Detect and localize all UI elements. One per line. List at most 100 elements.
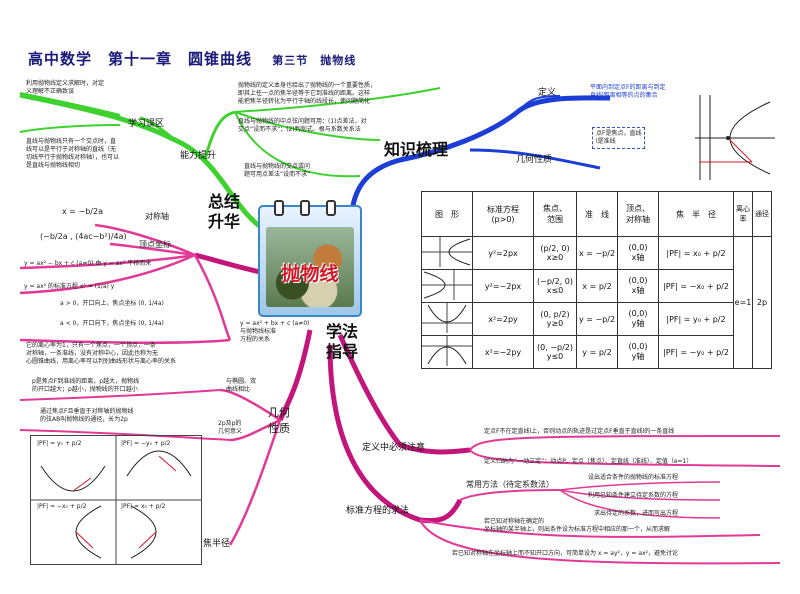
binder-ring-icon: [326, 200, 336, 216]
table-cell-range: x≤0: [546, 286, 564, 295]
table-cell-axis: y轴: [631, 319, 645, 328]
table-cell-range: x≥0: [546, 253, 564, 262]
formula-quad2: y = ax² 的标准方程 x² = (1/a) y: [24, 283, 115, 290]
note-method-unknown: 若已知对称轴在坐标轴上而不知开口方向，可简单设为 x = ay²，y = ax²…: [452, 550, 678, 557]
note-ellipse-relation: 与椭圆、双 曲线相比: [226, 378, 257, 393]
table-header-row: 图 形 标准方程 (p>0) 焦点、 范围 准 线 顶点、 对称轴 焦 半 径 …: [421, 191, 772, 237]
table-row: y²=2px (p/2, 0)x≥0 x = −p/2 (0,0)x轴 |PF|…: [421, 236, 772, 369]
focal-radius-graphs: |PF| = y₀ + p/2 |PF| = −y₀ + p/2 |PF| = …: [30, 435, 202, 565]
title-main: 高中数学 第十一章 圆锥曲线: [28, 50, 253, 68]
note-mistake2: 直线与抛物线只有一个交点时，直 线可以是平行于对称轴的直线（无 切线平行于抛物线…: [26, 138, 120, 169]
table-cell: (0,0)y轴: [617, 302, 659, 336]
note-mistake1: 利用抛物线定义求解时，对定 义理解不正确致误: [26, 80, 105, 95]
focal-radius-graphs-svg: [31, 436, 201, 564]
table-cell-range: y≤0: [546, 352, 564, 361]
table-cell: (p/2, 0)x≥0: [533, 236, 577, 270]
table-header: 离心率: [733, 191, 753, 237]
row-graph: [422, 237, 472, 267]
definition-text: 平面内到定点F的距离与到定 直线l距离相等的点的集合: [590, 84, 666, 99]
page-title: 高中数学 第十一章 圆锥曲线 第三节 抛物线: [28, 48, 356, 69]
formula-quad3: a > 0，开口向上，焦点坐标 (0, 1/4a): [60, 300, 164, 307]
mini-graph-label-3: |PF| = −x₀ + p/2: [37, 503, 87, 510]
table-header: 标准方程 (p>0): [472, 191, 534, 237]
branch-definition-note: 定义中必须注意: [362, 443, 426, 453]
note-conic: 它的离心率为1，只有一个焦点，一个顶点，一条 对称轴，一条准线，没有对称中心，因…: [26, 342, 177, 365]
note-method-axis: 若已知对称轴在确定的 坐标轴的某半轴上，则出条件设为标准方程中相应的那一个，从而…: [484, 518, 671, 533]
table-cell-axis: x轴: [631, 286, 645, 295]
label-axis: 对称轴: [145, 212, 169, 221]
table-header: 焦点、 范围: [533, 191, 577, 237]
definition-box: 点F是焦点，直线 l是准线: [592, 127, 646, 149]
table-cell: (−p/2, 0)x≤0: [533, 269, 577, 303]
table-cell: x = p/2: [576, 269, 618, 303]
table-cell-vertex: (0,0): [628, 309, 648, 318]
table-cell-axis: x轴: [631, 253, 645, 262]
table-cell: x = −p/2: [576, 236, 618, 270]
table-cell: |PF| = −x₀ + p/2: [658, 269, 734, 303]
table-row: y²=−2px (−p/2, 0)x≤0 x = p/2 (0,0)x轴 |PF…: [421, 269, 772, 303]
title-section: 第三节 抛物线: [272, 54, 357, 67]
row-graph: [422, 303, 472, 333]
table-cell-focus: (0, p/2): [540, 310, 570, 319]
formula-quad1: y = ax² − bx + c (a≠0) 由 y = ax² 平移而来: [24, 260, 152, 267]
table-header: 通径: [752, 191, 772, 237]
table-cell-focus: (p/2, 0): [540, 244, 570, 253]
branch-standard-eq: 标准方程的求法: [346, 506, 410, 516]
table-eccentricity: e=1: [733, 236, 753, 369]
table-cell: y²=2px: [472, 236, 534, 270]
branch-focal-radius: 焦半径: [203, 539, 231, 549]
row-graph: [422, 336, 472, 366]
note-method-common: 常用方法（待定系数法）: [466, 480, 554, 489]
table-header: 图 形: [421, 191, 473, 237]
branch-method: 学法 指导: [326, 322, 359, 361]
properties-table: 图 形 标准方程 (p>0) 焦点、 范围 准 线 顶点、 对称轴 焦 半 径 …: [421, 191, 772, 369]
table-graph-cell: [421, 236, 473, 270]
label-vertex: 顶点坐标: [139, 240, 171, 249]
table-row: x²=2py (0, p/2)y≥0 y = −p/2 (0,0)y轴 |PF|…: [421, 302, 772, 336]
note-method-step3: 求出待定的系数，进而写出方程: [594, 510, 679, 517]
table-cell: x²=2py: [472, 302, 534, 336]
table-cell: x²=−2py: [472, 335, 534, 369]
mini-graph-label-4: |PF| = x₀ + p/2: [121, 503, 166, 510]
table-latus: 2p: [752, 236, 772, 369]
table-cell-range: y≥0: [546, 319, 564, 328]
table-cell: y = p/2: [576, 335, 618, 369]
table-header: 焦 半 径: [658, 191, 734, 237]
table-cell: (0,0)x轴: [617, 269, 659, 303]
table-cell-axis: y轴: [631, 352, 645, 361]
table-graph-cell: [421, 269, 473, 303]
note-ability2: 直线与抛物线的中点弦问题可用：(1)点差法，对 交点“设而不求”；(2)判别式、…: [238, 118, 367, 133]
table-header: 准 线: [576, 191, 618, 237]
binder-ring-icon: [274, 200, 284, 216]
table-cell-focus: (0, −p/2): [537, 343, 573, 352]
center-node[interactable]: 抛物线: [258, 200, 362, 317]
branch-definition: 定义: [538, 88, 557, 98]
center-label: 抛物线: [281, 263, 339, 285]
branch-summary: 总结 升华: [208, 192, 241, 231]
formula-quad4: a < 0，开口向下，焦点坐标 (0, 1/4a): [60, 320, 164, 327]
note-ability1: 抛物线的定义本身也给出了抛物线的一个重要性质， 即其上任一点的焦半径等于它到准线…: [238, 82, 377, 105]
table-cell: y = −p/2: [576, 302, 618, 336]
row-graph: [422, 270, 472, 300]
center-photo: [266, 227, 354, 307]
table-graph-cell: [421, 335, 473, 369]
table-cell: (0,0)x轴: [617, 236, 659, 270]
table-cell-vertex: (0,0): [628, 243, 648, 252]
binder-ring-icon: [300, 200, 310, 216]
table-cell: |PF| = −y₀ + p/2: [658, 335, 734, 369]
table-cell: (0, p/2)y≥0: [533, 302, 577, 336]
formula-vertex: (−b/2a , (4ac−b²)/4a): [40, 232, 127, 241]
table-cell-vertex: (0,0): [628, 276, 648, 285]
branch-knowledge: 知识梳理: [384, 140, 449, 159]
table-cell: (0, −p/2)y≤0: [533, 335, 577, 369]
table-cell: y²=−2px: [472, 269, 534, 303]
note-p-meaning: p是焦点F到准线的距离，p越大，抛物线 的开口越大；p越小，抛物线的开口越小: [32, 378, 140, 393]
note-ability3: 直线与抛物线的交点或问 题可用点差法“设而不求”: [244, 163, 311, 178]
table-cell-vertex: (0,0): [628, 342, 648, 351]
branch-geo-props: 几何 性质: [268, 406, 290, 435]
table-header: 顶点、 对称轴: [617, 191, 659, 237]
branch-ability: 能力提升: [180, 151, 217, 161]
table-graph-cell: [421, 302, 473, 336]
